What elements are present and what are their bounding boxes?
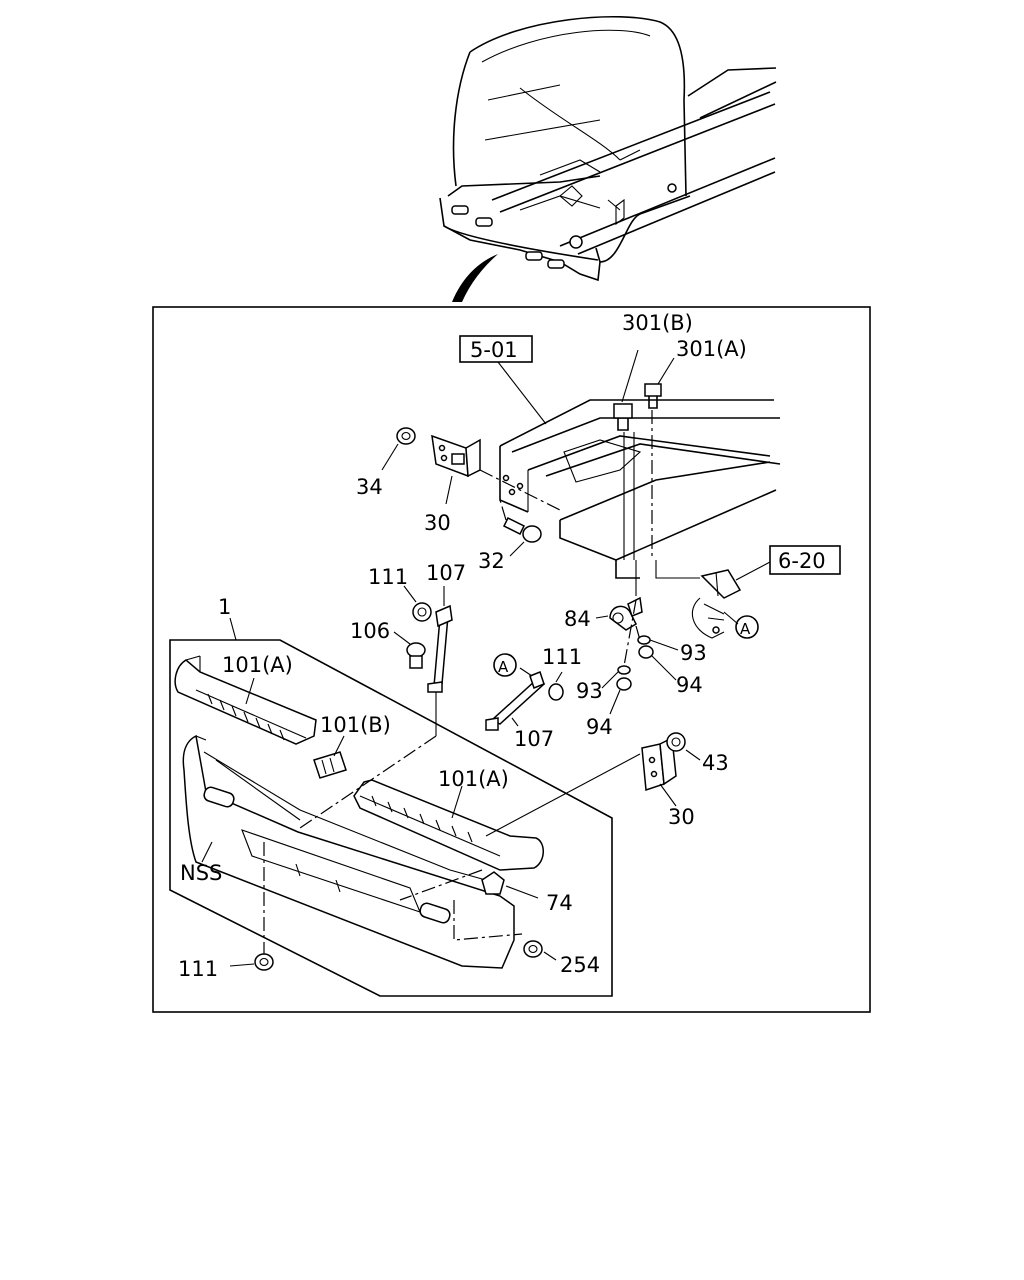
- circle-a-right-label: A: [740, 620, 751, 638]
- callout-30-top: 30: [424, 511, 451, 535]
- ref-box-6-20: [769, 545, 841, 575]
- callout-1: 1: [218, 595, 231, 619]
- circle-a-marker-left: [493, 653, 517, 677]
- callout-107-mid: 107: [514, 727, 554, 751]
- bumper-icon: [174, 655, 347, 779]
- bracket-icon: [691, 569, 742, 639]
- stay-icon: [427, 604, 453, 693]
- circle-a-left-label: A: [498, 658, 509, 676]
- bolt-icon: [502, 516, 542, 543]
- truck-cab-icon: [439, 15, 777, 302]
- callout-93-mid: 93: [576, 679, 603, 703]
- callout-94-mid: 94: [586, 715, 613, 739]
- callout-32: 32: [478, 549, 505, 573]
- nut-icon: [666, 732, 686, 752]
- callout-74: 74: [546, 891, 573, 915]
- frame-rail-icon: [499, 399, 781, 579]
- callout-94-right: 94: [676, 673, 703, 697]
- bumper-group-outline: [169, 639, 613, 997]
- callout-301b: 301(B): [622, 311, 693, 335]
- callout-101a-left: 101(A): [222, 653, 293, 677]
- callout-111-top: 111: [368, 565, 408, 589]
- ref-box-5-01: [459, 335, 533, 363]
- callout-111-mid: 111: [542, 645, 582, 669]
- nut-icon: [523, 940, 543, 958]
- detail-frame: [152, 306, 871, 1013]
- bolt-icon: [613, 383, 662, 431]
- clip-icon: [481, 871, 505, 895]
- clip-icon: [609, 596, 643, 631]
- bumper-icon: [353, 779, 544, 871]
- ref-label-6-20: 6-20: [778, 549, 826, 573]
- nut-icon: [396, 427, 416, 445]
- callout-34: 34: [356, 475, 383, 499]
- nut-icon: [616, 635, 654, 691]
- bumper-icon: [182, 734, 515, 969]
- callout-101b: 101(B): [320, 713, 391, 737]
- callout-111-bottom: 111: [178, 957, 218, 981]
- nut-icon: [412, 602, 432, 622]
- nut-icon: [254, 953, 274, 971]
- callout-nss: NSS: [180, 861, 222, 885]
- nut-icon: [548, 683, 564, 701]
- callout-301a: 301(A): [676, 337, 747, 361]
- callout-30-right: 30: [668, 805, 695, 829]
- bracket-icon: [431, 434, 481, 478]
- callout-254: 254: [560, 953, 600, 977]
- callout-101a-right: 101(A): [438, 767, 509, 791]
- callout-106: 106: [350, 619, 390, 643]
- callout-43: 43: [702, 751, 729, 775]
- bolt-icon: [406, 642, 426, 669]
- stay-icon: [485, 671, 546, 731]
- circle-a-marker-right: [735, 615, 759, 639]
- ref-label-5-01: 5-01: [470, 338, 518, 362]
- callout-107-top: 107: [426, 561, 466, 585]
- callout-93-right: 93: [680, 641, 707, 665]
- callout-84: 84: [564, 607, 591, 631]
